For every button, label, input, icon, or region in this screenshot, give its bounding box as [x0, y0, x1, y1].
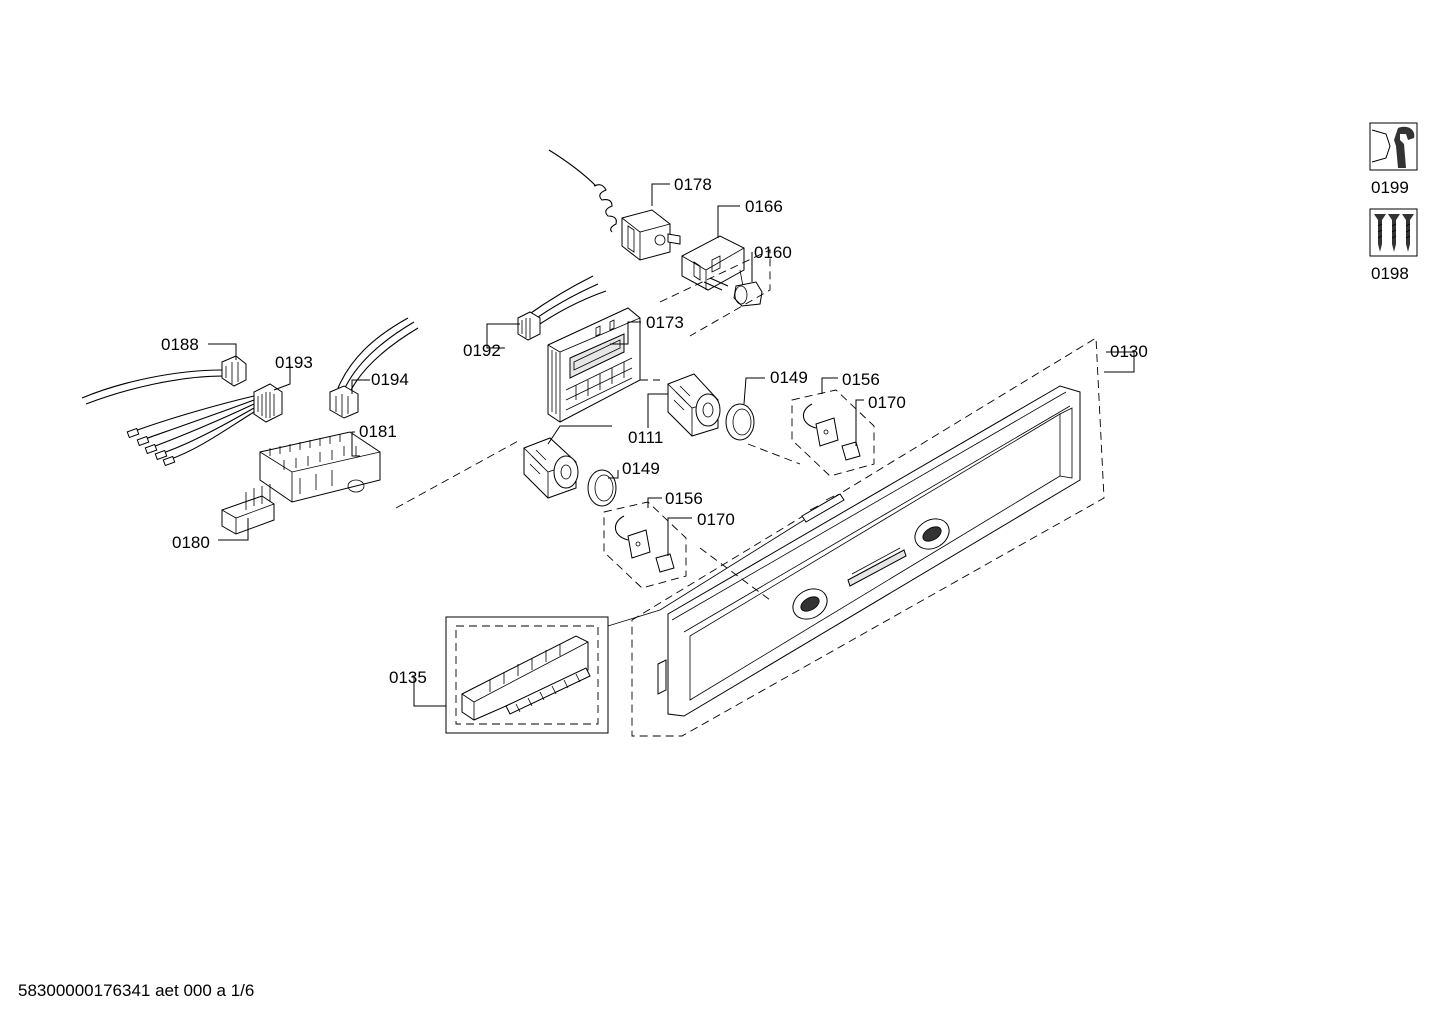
- lamp-holder-part[interactable]: [733, 281, 763, 307]
- label-0156-upper[interactable]: 0156: [842, 370, 880, 389]
- screws-icon: [1369, 208, 1418, 257]
- label-0178[interactable]: 0178: [674, 175, 712, 194]
- label-0149-upper[interactable]: 0149: [770, 368, 808, 387]
- electronic-module-part[interactable]: [547, 307, 641, 423]
- label-0135[interactable]: 0135: [389, 668, 427, 687]
- rotary-switch-upper-part[interactable]: [667, 373, 721, 437]
- label-0160[interactable]: 0160: [754, 243, 792, 262]
- label-0170-upper[interactable]: 0170: [868, 393, 906, 412]
- label-0149-lower[interactable]: 0149: [622, 459, 660, 478]
- label-0194[interactable]: 0194: [371, 370, 409, 389]
- connector-0193-part[interactable]: [126, 383, 283, 467]
- sensor-group-upper[interactable]: [791, 389, 875, 477]
- screws-legend[interactable]: 0198: [1369, 208, 1418, 283]
- bracket-part[interactable]: [681, 235, 745, 293]
- terminal-block-part[interactable]: [259, 431, 381, 503]
- knob-ring-lower-part[interactable]: [587, 469, 617, 507]
- label-0199: 0199: [1371, 178, 1409, 197]
- wrench-hex-nut-icon: [1369, 122, 1418, 171]
- plug-0194-part[interactable]: [329, 317, 419, 419]
- leader-lines: [208, 183, 1135, 707]
- label-0188[interactable]: 0188: [161, 335, 199, 354]
- wire-harness-part[interactable]: [517, 275, 607, 341]
- service-tool-legend[interactable]: 0199: [1369, 122, 1418, 197]
- document-reference-footer: 58300000176341 aet 000 a 1/6: [18, 981, 255, 1000]
- label-0193[interactable]: 0193: [275, 353, 313, 372]
- part-labels: 0178 0166 0160 0192 0173 0188 0193 0194 …: [161, 175, 1148, 687]
- label-0111[interactable]: 0111: [628, 428, 663, 447]
- label-0170-lower[interactable]: 0170: [697, 510, 735, 529]
- display-panel-part[interactable]: [445, 609, 661, 734]
- label-0166[interactable]: 0166: [745, 197, 783, 216]
- label-0192[interactable]: 0192: [463, 341, 501, 360]
- label-0156-lower[interactable]: 0156: [665, 489, 703, 508]
- plug-0188-part[interactable]: [81, 355, 247, 405]
- knob-ring-upper-part[interactable]: [725, 403, 755, 441]
- rotary-switch-lower-part[interactable]: [523, 437, 579, 499]
- assembly-guides: [395, 249, 801, 601]
- label-0181[interactable]: 0181: [359, 422, 397, 441]
- label-0198: 0198: [1371, 264, 1409, 283]
- label-0130[interactable]: 0130: [1110, 342, 1148, 361]
- thermostat-part[interactable]: [548, 149, 681, 261]
- label-0173[interactable]: 0173: [646, 313, 684, 332]
- sensor-group-lower[interactable]: [603, 501, 687, 589]
- clip-part[interactable]: [221, 484, 275, 535]
- label-0180[interactable]: 0180: [172, 533, 210, 552]
- control-panel-part[interactable]: [631, 337, 1105, 737]
